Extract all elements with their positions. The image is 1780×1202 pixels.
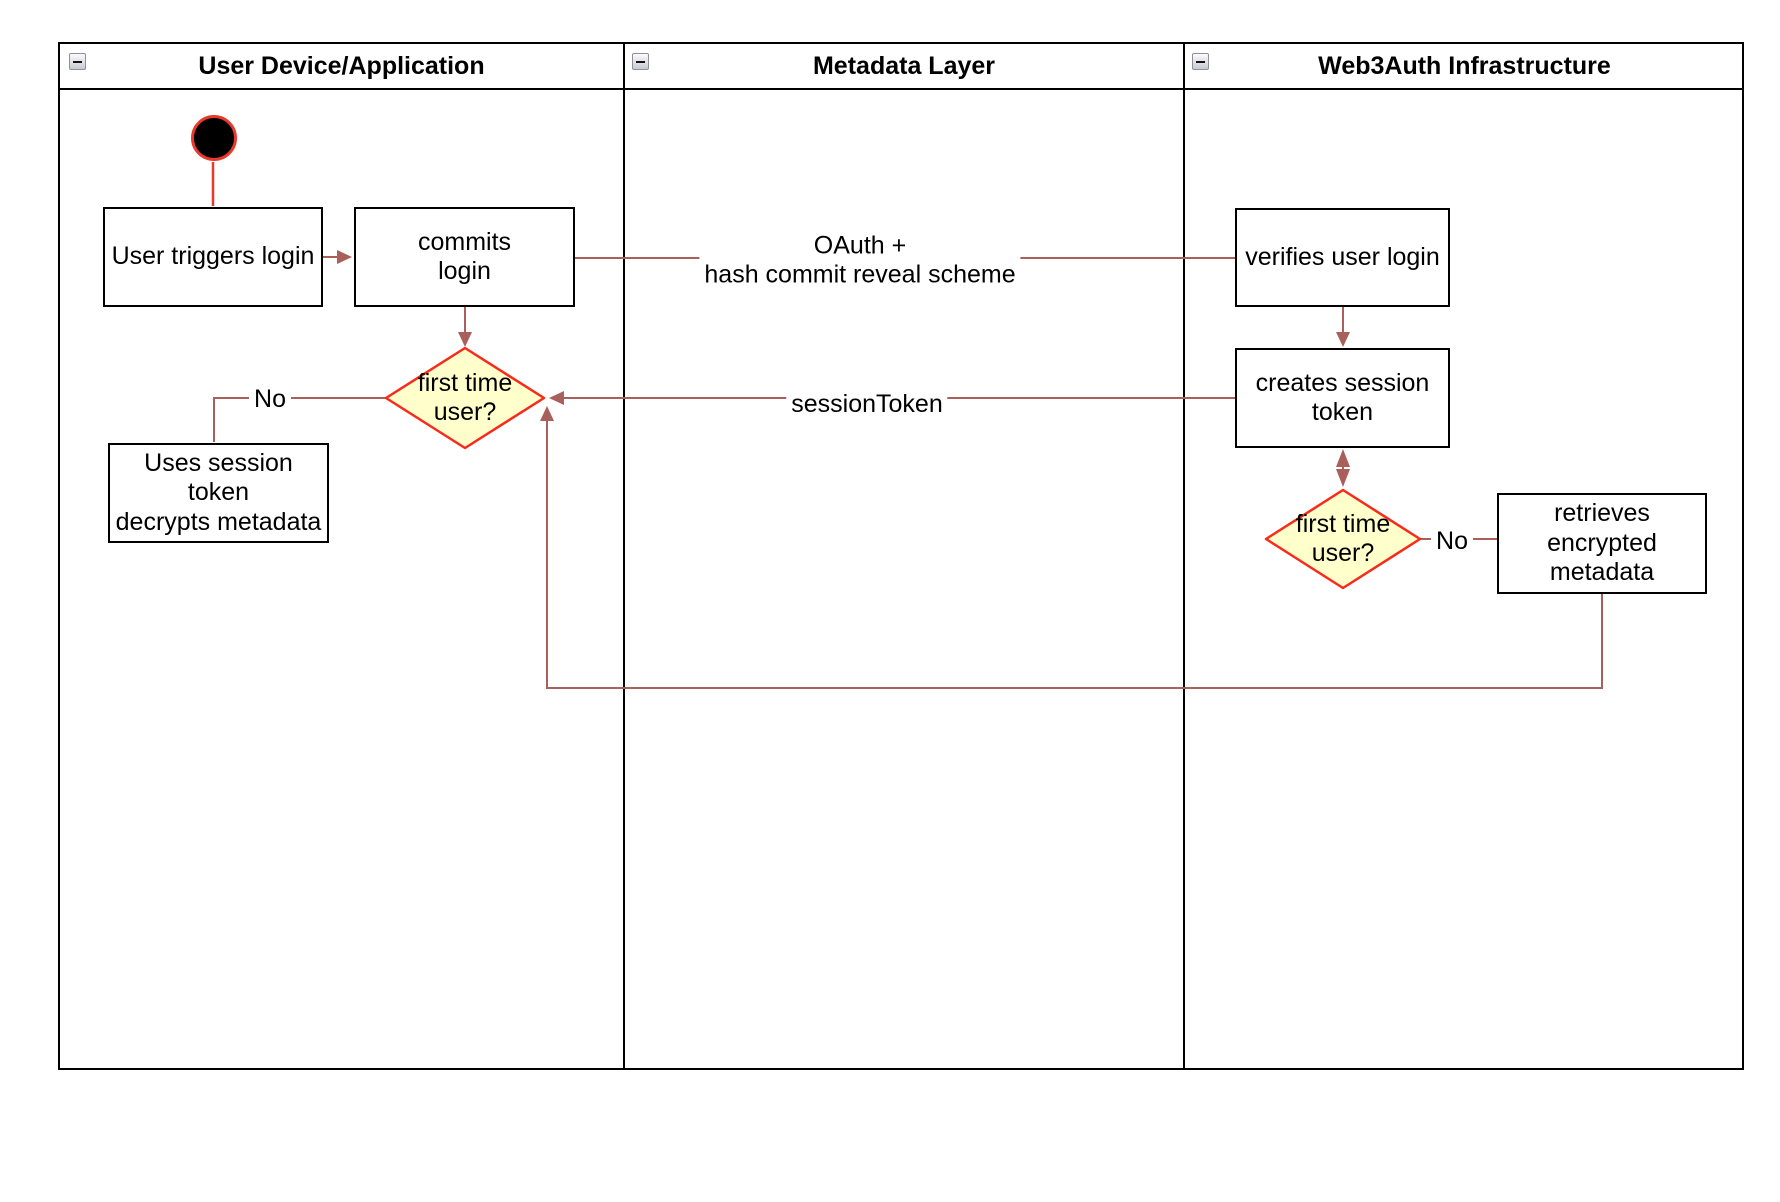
arrowhead-left-icon bbox=[549, 391, 564, 405]
swimlane-frame bbox=[58, 42, 1744, 1070]
minus-glyph bbox=[1196, 60, 1205, 63]
collapse-lane-web3auth-minus-icon[interactable] bbox=[1192, 53, 1209, 70]
edge-label-oauth: OAuth + hash commit reveal scheme bbox=[699, 230, 1021, 290]
arrowhead-up-icon bbox=[1336, 449, 1350, 467]
arrowhead-down-icon bbox=[1336, 332, 1350, 347]
collapse-lane-metadata-minus-icon[interactable] bbox=[632, 53, 649, 70]
lane-title-metadata-layer: Metadata Layer bbox=[812, 52, 996, 80]
arrowhead-down-icon bbox=[458, 332, 472, 347]
activity-verifies-user-login[interactable]: verifies user login bbox=[1235, 208, 1450, 307]
lane-divider-1 bbox=[623, 42, 625, 1070]
arrowhead-right-icon bbox=[337, 250, 352, 264]
collapse-lane-user-device-minus-icon[interactable] bbox=[69, 53, 86, 70]
decision-first-time-user-left-label: first time user? bbox=[417, 369, 513, 426]
activity-uses-session-token[interactable]: Uses session token decrypts metadata bbox=[108, 443, 329, 543]
minus-glyph bbox=[636, 60, 645, 63]
edge-label-no-left: No bbox=[249, 383, 291, 415]
lane-title-user-device: User Device/Application bbox=[198, 52, 485, 80]
activity-creates-session-token[interactable]: creates session token bbox=[1235, 348, 1450, 448]
lane-divider-2 bbox=[1183, 42, 1185, 1070]
activity-commits-login[interactable]: commits login bbox=[354, 207, 575, 307]
minus-glyph bbox=[73, 60, 82, 63]
decision-first-time-user-right-label: first time user? bbox=[1295, 510, 1391, 567]
lane-header-separator bbox=[58, 88, 1744, 90]
activity-retrieves-encrypted-metadata[interactable]: retrieves encrypted metadata bbox=[1497, 493, 1707, 594]
arrowhead-up-icon bbox=[540, 406, 554, 421]
edge-no-to-uses-session bbox=[213, 397, 386, 442]
edge-label-session-token: sessionToken bbox=[786, 388, 948, 420]
activity-user-triggers-login[interactable]: User triggers login bbox=[103, 207, 323, 307]
edge-feedback bbox=[546, 421, 1603, 689]
start-node[interactable] bbox=[191, 115, 237, 161]
decision-first-time-user-right-shape[interactable] bbox=[1264, 488, 1422, 590]
decision-first-time-user-left-shape[interactable] bbox=[384, 346, 546, 450]
lane-title-web3auth: Web3Auth Infrastructure bbox=[1318, 52, 1611, 80]
edge-label-no-right: No bbox=[1431, 525, 1473, 557]
arrowhead-down-icon bbox=[1336, 469, 1350, 487]
